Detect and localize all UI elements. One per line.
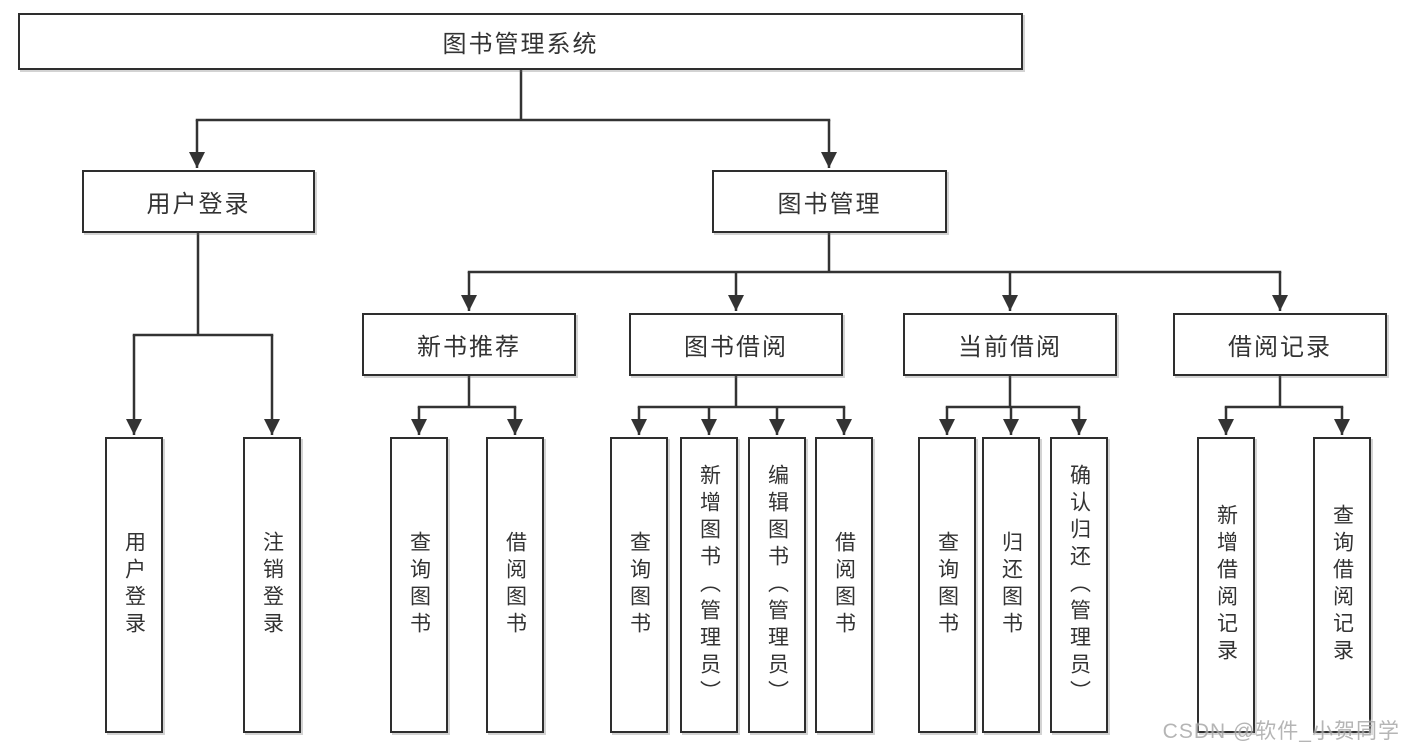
leaf-borrowing-borrow-books-label: 借阅图书 xyxy=(832,531,856,639)
node-book-borrowing-label: 图书借阅 xyxy=(684,334,788,361)
leaf-newbook-borrow-books: 借阅图书 xyxy=(486,437,544,733)
leaf-records-query-record-label: 查询借阅记录 xyxy=(1330,504,1354,666)
leaf-records-add-record: 新增借阅记录 xyxy=(1197,437,1255,733)
leaf-current-return-books-label: 归还图书 xyxy=(999,531,1023,639)
node-book-management: 图书管理 xyxy=(712,170,947,233)
leaf-records-add-record-label: 新增借阅记录 xyxy=(1214,504,1238,666)
leaf-records-query-record: 查询借阅记录 xyxy=(1313,437,1371,733)
node-system-root-label: 图书管理系统 xyxy=(442,31,599,58)
node-borrowing-records: 借阅记录 xyxy=(1173,313,1387,376)
leaf-logout-label: 注销登录 xyxy=(260,531,284,639)
leaf-current-confirm-return-admin: 确认归还（管理员） xyxy=(1050,437,1108,733)
leaf-newbook-borrow-books-label: 借阅图书 xyxy=(503,531,527,639)
leaf-current-return-books: 归还图书 xyxy=(982,437,1040,733)
node-user-login-label: 用户登录 xyxy=(146,191,251,218)
node-current-borrowing: 当前借阅 xyxy=(903,313,1117,376)
watermark-text: CSDN @软件_小贺同学 xyxy=(1162,720,1400,743)
node-system-root: 图书管理系统 xyxy=(18,13,1023,70)
node-user-login: 用户登录 xyxy=(82,170,315,233)
leaf-user-login: 用户登录 xyxy=(105,437,163,733)
leaf-borrowing-edit-books-admin-label: 编辑图书（管理员） xyxy=(765,463,789,707)
node-book-borrowing: 图书借阅 xyxy=(629,313,843,376)
node-borrowing-records-label: 借阅记录 xyxy=(1228,334,1332,361)
node-current-borrowing-label: 当前借阅 xyxy=(958,334,1062,361)
node-new-book-recommendation-label: 新书推荐 xyxy=(417,334,521,361)
leaf-newbook-query-books-label: 查询图书 xyxy=(407,531,431,639)
leaf-newbook-query-books: 查询图书 xyxy=(390,437,448,733)
leaf-borrowing-edit-books-admin: 编辑图书（管理员） xyxy=(748,437,806,733)
leaf-user-login-label: 用户登录 xyxy=(122,531,146,639)
leaf-borrowing-borrow-books: 借阅图书 xyxy=(815,437,873,733)
leaf-borrowing-query-books-label: 查询图书 xyxy=(627,531,651,639)
node-book-management-label: 图书管理 xyxy=(777,191,882,218)
node-new-book-recommendation: 新书推荐 xyxy=(362,313,576,376)
leaf-current-query-books: 查询图书 xyxy=(918,437,976,733)
leaf-logout: 注销登录 xyxy=(243,437,301,733)
leaf-borrowing-query-books: 查询图书 xyxy=(610,437,668,733)
leaf-current-confirm-return-admin-label: 确认归还（管理员） xyxy=(1067,463,1091,707)
leaf-current-query-books-label: 查询图书 xyxy=(935,531,959,639)
leaf-borrowing-add-books-admin: 新增图书（管理员） xyxy=(680,437,738,733)
leaf-borrowing-add-books-admin-label: 新增图书（管理员） xyxy=(697,463,721,707)
